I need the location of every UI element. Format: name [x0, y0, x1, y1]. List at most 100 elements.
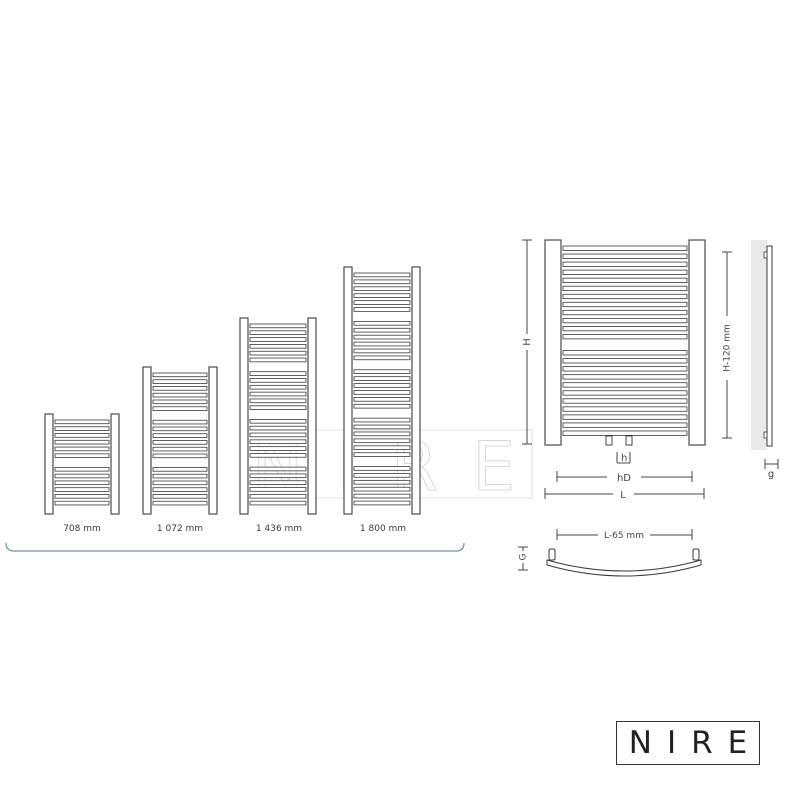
rung [562, 430, 688, 436]
rung [249, 357, 307, 363]
rung [152, 392, 208, 398]
rung [353, 293, 411, 298]
rung [562, 382, 688, 388]
rung [152, 379, 208, 384]
rung [54, 453, 110, 458]
wall [751, 240, 767, 450]
rung [249, 493, 307, 499]
rung [54, 426, 110, 431]
rung [353, 300, 411, 305]
rung [152, 494, 208, 499]
front-view: H h hD [518, 239, 706, 501]
rung [353, 383, 411, 388]
rung [353, 327, 411, 333]
pipe-spacing-dimension: h [616, 452, 631, 464]
right-mount [692, 548, 700, 561]
radiator-size-1 [44, 413, 120, 515]
rung [152, 406, 208, 411]
logo-text: NIRE [628, 725, 763, 761]
size-label: 1 800 mm [360, 524, 406, 534]
rung [152, 440, 208, 445]
rung [562, 261, 688, 267]
rung [562, 317, 688, 324]
rung [562, 366, 688, 372]
rung [353, 445, 411, 450]
rung [152, 473, 208, 479]
rung [249, 398, 307, 404]
rung [353, 500, 411, 506]
rung [562, 245, 688, 251]
radiator-size-4 [343, 266, 421, 515]
rung [249, 500, 307, 506]
rung [562, 326, 688, 332]
rung [353, 307, 411, 312]
rung [249, 405, 307, 410]
rung [353, 438, 411, 444]
left-rail [239, 317, 249, 515]
rung [562, 293, 688, 300]
rung [562, 334, 688, 340]
rung [152, 453, 208, 459]
right-rail [307, 317, 317, 515]
front-radiator [544, 239, 706, 446]
top-width-label: L-65 mm [604, 531, 644, 541]
rung [249, 330, 307, 335]
rung [249, 439, 307, 444]
top-width-dimension: L-65 mm [556, 529, 693, 541]
rung [54, 480, 110, 486]
pipe-distance-label: hD [617, 473, 631, 484]
rung [353, 466, 411, 471]
rung [249, 480, 307, 485]
size-label: 1 436 mm [256, 524, 302, 534]
left-rail [343, 266, 353, 515]
rung [353, 479, 411, 485]
pipe-spacing-label: h [621, 453, 627, 464]
rung [562, 414, 688, 420]
rung [249, 384, 307, 390]
top-bracket [763, 251, 768, 259]
rung [249, 337, 307, 342]
rung [249, 466, 307, 472]
rung [562, 358, 688, 364]
bottom-bracket [763, 431, 768, 439]
curved-profile [546, 559, 702, 577]
rung [54, 439, 110, 445]
rung [353, 424, 411, 430]
rung [54, 419, 110, 425]
rung [562, 253, 688, 259]
left-rail [44, 413, 54, 515]
rung [562, 406, 688, 412]
rung [353, 431, 411, 437]
rung [249, 323, 307, 329]
rung [353, 355, 411, 361]
rung [152, 399, 208, 405]
height-dimension: H [518, 239, 536, 445]
rung [353, 397, 411, 402]
right-rail [411, 266, 421, 515]
rung [562, 309, 688, 316]
rung [249, 453, 307, 458]
brand-logo: NIRE [616, 721, 760, 765]
size-label: 1 072 mm [157, 524, 203, 534]
rung [152, 386, 208, 391]
rung [249, 425, 307, 431]
rung [249, 371, 307, 376]
left-rail [544, 239, 562, 446]
side-depth-label: g [768, 469, 774, 480]
rung [54, 473, 110, 479]
rung [249, 344, 307, 349]
rung [353, 279, 411, 285]
rung [562, 277, 688, 283]
rung [353, 452, 411, 457]
side-height-label: H-120 mm [723, 324, 733, 372]
radiator-size-3 [239, 317, 317, 515]
rung [562, 390, 688, 396]
front-radiator-body [544, 239, 706, 446]
rung [353, 473, 411, 478]
rung [249, 432, 307, 438]
rung [249, 446, 307, 451]
rung [152, 487, 208, 492]
rung [152, 426, 208, 432]
